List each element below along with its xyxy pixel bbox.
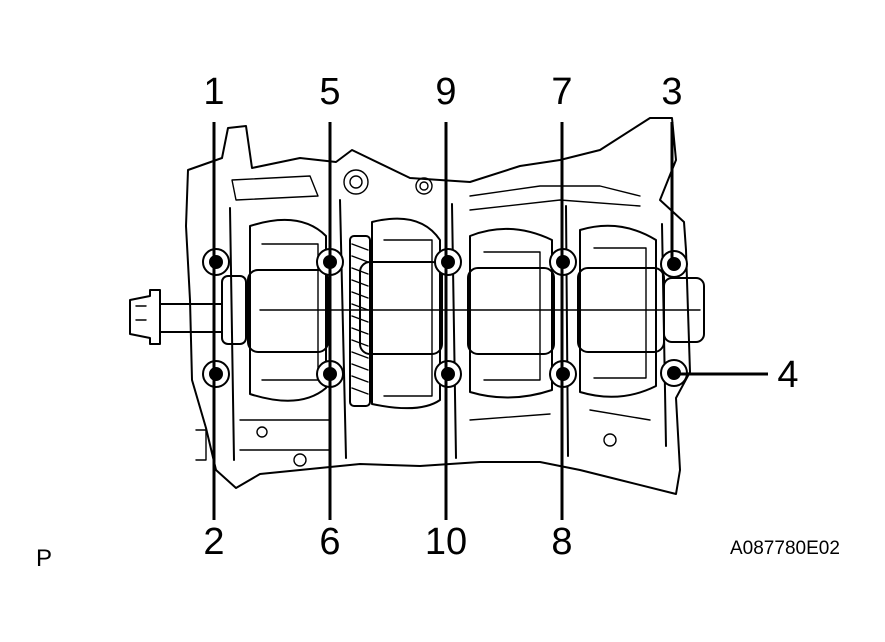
callout-3: 3 xyxy=(661,71,682,113)
callout-5: 5 xyxy=(319,71,340,113)
bolt-2-icon xyxy=(202,360,230,388)
callout-10: 10 xyxy=(425,521,467,563)
leader-lines xyxy=(212,122,768,520)
callout-labels: 1 5 9 7 3 4 2 6 10 8 xyxy=(203,71,798,563)
callout-1: 1 xyxy=(203,71,224,113)
block-outline xyxy=(185,117,691,495)
callout-4: 4 xyxy=(777,354,798,396)
bolt-9-icon xyxy=(434,248,462,276)
callout-2: 2 xyxy=(203,521,224,563)
bolt-10-icon xyxy=(434,360,462,388)
bolt-1-icon xyxy=(202,248,230,276)
callout-7: 7 xyxy=(551,71,572,113)
bolt-3-icon xyxy=(660,250,688,278)
callout-9: 9 xyxy=(435,71,456,113)
callout-6: 6 xyxy=(319,521,340,563)
view-letter: P xyxy=(36,545,52,572)
callout-8: 8 xyxy=(551,521,572,563)
figure-code: A087780E02 xyxy=(730,538,840,559)
cylinder-block-drawing xyxy=(129,117,705,495)
